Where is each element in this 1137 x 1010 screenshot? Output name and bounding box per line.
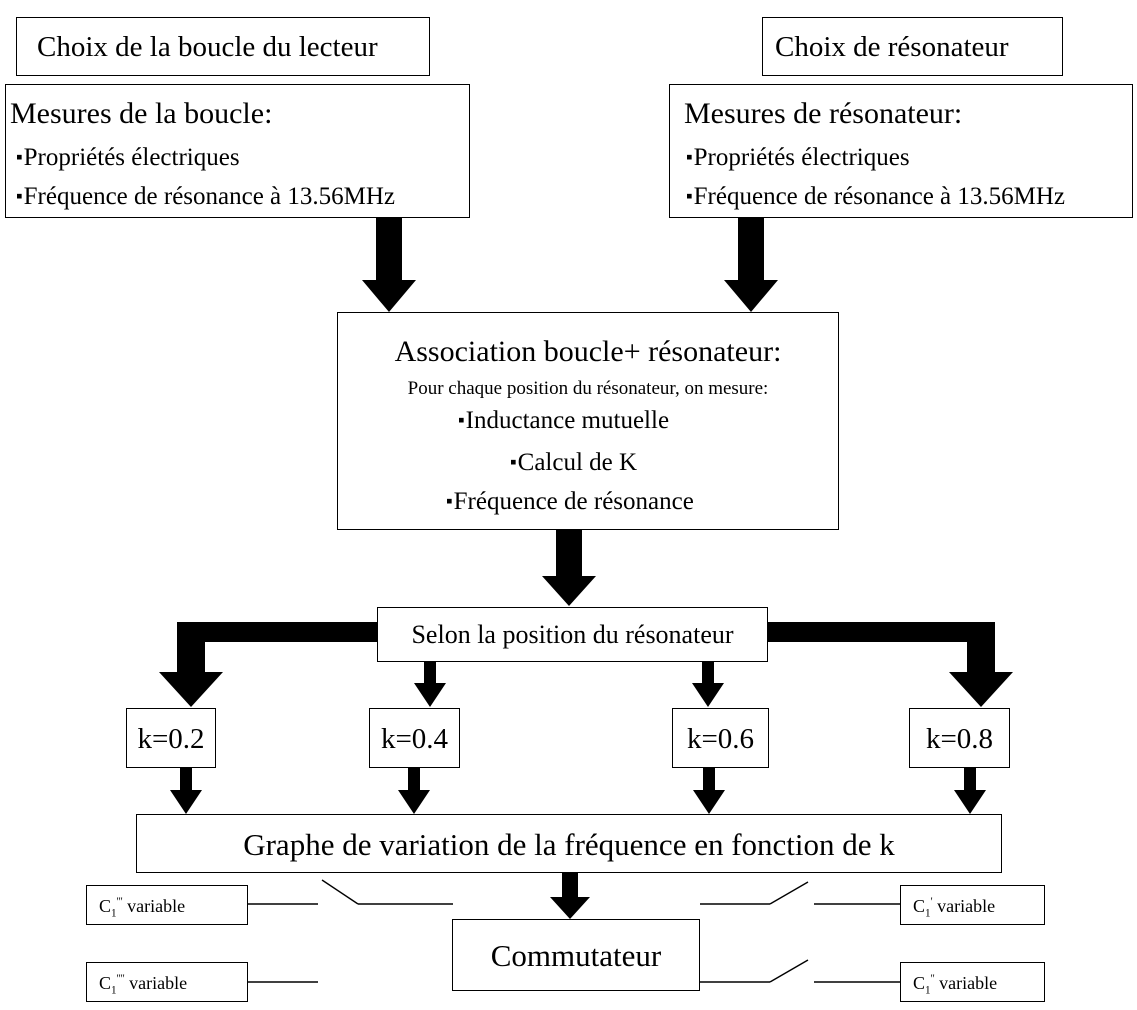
arrow-selon-to-k08 — [768, 622, 1013, 707]
association-item: Fréquence de résonance — [446, 489, 694, 514]
arrow-right-to-association — [724, 217, 778, 312]
arrow-k08-to-graph — [954, 768, 986, 814]
loop-measurement-item: Propriétés électriques — [16, 145, 240, 170]
arrow-left-to-association — [362, 217, 416, 312]
k-value: k=0.4 — [380, 723, 449, 755]
switch-blade-c1 — [769, 881, 809, 905]
reader-loop-choice-box: Choix de la boucle du lecteur — [16, 17, 430, 76]
resonator-measurement-item: Propriétés électriques — [686, 145, 910, 170]
capacitor-label: C1''' variable — [99, 896, 186, 920]
resonator-choice-title: Choix de résonateur — [775, 31, 1009, 63]
loop-measurements-heading: Mesures de la boucle: — [10, 97, 273, 130]
position-selector-label: Selon la position du résonateur — [411, 620, 734, 649]
resonator-measurements-box: Mesures de résonateur: Propriétés électr… — [669, 84, 1133, 218]
k-value: k=0.8 — [925, 723, 994, 755]
capacitor-box-c3: C1''' variable — [86, 885, 248, 925]
association-subheading: Pour chaque position du résonateur, on m… — [407, 378, 769, 399]
arrow-k06-to-graph — [693, 768, 725, 814]
capacitor-label: C1'''' variable — [99, 973, 188, 997]
resonator-measurement-item: Fréquence de résonance à 13.56MHz — [686, 184, 1065, 209]
capacitor-label: C1' variable — [913, 896, 996, 920]
arrow-association-to-selon — [542, 530, 596, 606]
arrow-selon-to-k06 — [692, 662, 724, 707]
association-item: Calcul de K — [510, 450, 637, 475]
reader-loop-choice-title: Choix de la boucle du lecteur — [37, 31, 378, 63]
association-heading: Association boucle+ résonateur: — [394, 335, 782, 368]
capacitor-box-c4: C1'''' variable — [86, 962, 248, 1002]
k-value: k=0.6 — [686, 723, 755, 755]
k-box: k=0.8 — [909, 708, 1010, 768]
switch-box: Commutateur — [452, 919, 700, 991]
capacitor-box-c2: C1'' variable — [900, 962, 1045, 1002]
k-box: k=0.2 — [126, 708, 216, 768]
k-box: k=0.6 — [672, 708, 769, 768]
association-item: Inductance mutuelle — [458, 408, 669, 433]
resonator-choice-box: Choix de résonateur — [762, 17, 1063, 76]
switch-label: Commutateur — [490, 938, 662, 973]
position-selector-box: Selon la position du résonateur — [377, 607, 768, 662]
arrow-k02-to-graph — [170, 768, 202, 814]
capacitor-label: C1'' variable — [913, 973, 998, 997]
switch-blade-c2 — [769, 959, 809, 983]
loop-measurements-box: Mesures de la boucle: Propriétés électri… — [5, 84, 470, 218]
arrow-graph-to-commutateur — [550, 873, 590, 919]
switch-blade-c3 — [321, 879, 359, 905]
k-box: k=0.4 — [369, 708, 460, 768]
frequency-graph-box: Graphe de variation de la fréquence en f… — [136, 814, 1002, 873]
loop-measurement-item: Fréquence de résonance à 13.56MHz — [16, 184, 395, 209]
arrow-k04-to-graph — [398, 768, 430, 814]
k-value: k=0.2 — [137, 723, 205, 755]
association-box: Association boucle+ résonateur: Pour cha… — [337, 312, 839, 530]
resonator-measurements-heading: Mesures de résonateur: — [684, 97, 963, 130]
frequency-graph-label: Graphe de variation de la fréquence en f… — [243, 827, 895, 862]
capacitor-box-c1: C1' variable — [900, 885, 1045, 925]
arrow-selon-to-k02 — [159, 622, 377, 707]
arrow-selon-to-k04 — [414, 662, 446, 707]
